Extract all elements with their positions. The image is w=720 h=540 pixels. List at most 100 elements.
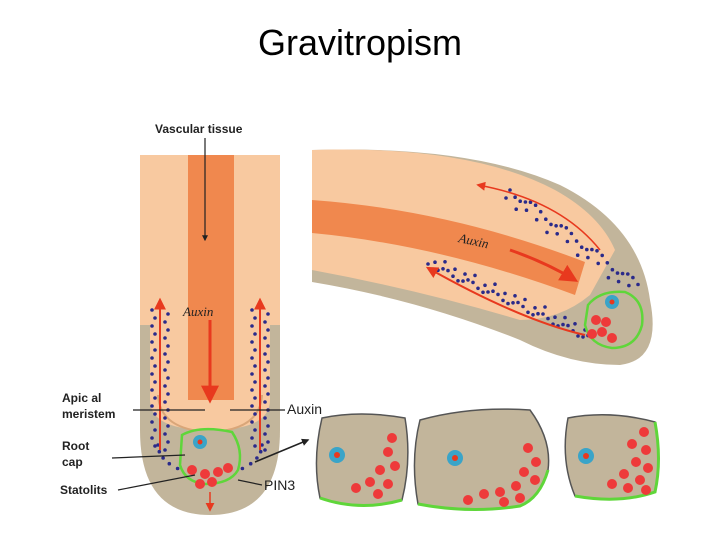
auxin-dot — [627, 284, 631, 288]
auxin-dot — [163, 336, 167, 340]
statolith — [531, 457, 541, 467]
auxin-dot — [166, 328, 170, 332]
auxin-dot — [161, 456, 165, 460]
auxin-dot — [250, 340, 254, 344]
auxin-dot — [626, 272, 630, 276]
auxin-dot — [150, 372, 154, 376]
auxin-dot — [150, 404, 154, 408]
auxin-dot — [158, 450, 162, 454]
auxin-dot — [491, 289, 495, 293]
auxin-dot — [476, 287, 480, 291]
auxin-dot — [543, 305, 547, 309]
statolith — [223, 463, 233, 473]
label-auxin-side: Auxin — [287, 401, 322, 417]
auxin-dot — [250, 356, 254, 360]
auxin-dot — [166, 312, 170, 316]
cell-2-nucleolus — [452, 455, 458, 461]
auxin-dot — [163, 384, 167, 388]
statolith — [523, 443, 533, 453]
statolith — [530, 475, 540, 485]
auxin-dot — [153, 332, 157, 336]
auxin-dot — [263, 400, 267, 404]
bent-root — [312, 149, 653, 365]
cell-1-nucleolus — [334, 452, 340, 458]
auxin-dot — [575, 239, 579, 243]
auxin-dot — [166, 344, 170, 348]
auxin-dot — [580, 245, 584, 249]
auxin-dot — [266, 328, 270, 332]
auxin-dot — [253, 332, 257, 336]
auxin-dot — [508, 188, 512, 192]
auxin-dot — [446, 269, 450, 273]
statolith — [373, 489, 383, 499]
statolith — [200, 469, 210, 479]
auxin-dot — [263, 416, 267, 420]
statolith — [635, 475, 645, 485]
auxin-dot — [153, 364, 157, 368]
auxin-dot — [263, 368, 267, 372]
auxin-dot — [253, 364, 257, 368]
auxin-dot — [531, 313, 535, 317]
auxin-dot — [266, 424, 270, 428]
auxin-dot — [176, 467, 180, 471]
auxin-dot — [250, 388, 254, 392]
auxin-dot — [153, 412, 157, 416]
statolith — [587, 329, 597, 339]
auxin-dot — [451, 274, 455, 278]
auxin-dot — [573, 322, 577, 326]
auxin-dot — [595, 249, 599, 253]
auxin-dot — [561, 323, 565, 327]
auxin-dot — [266, 440, 270, 444]
auxin-dot — [150, 340, 154, 344]
statolith — [519, 467, 529, 477]
auxin-dot — [533, 306, 537, 310]
statolith — [187, 465, 197, 475]
auxin-dot — [168, 462, 172, 466]
auxin-dot — [607, 276, 611, 280]
auxin-dot — [163, 400, 167, 404]
statolith — [515, 493, 525, 503]
auxin-dot — [524, 200, 528, 204]
auxin-dot — [153, 396, 157, 400]
auxin-dot — [443, 260, 447, 264]
auxin-dot — [456, 279, 460, 283]
statolith — [607, 333, 617, 343]
auxin-dot — [511, 301, 515, 305]
auxin-dot — [263, 448, 267, 452]
auxin-dot — [525, 208, 529, 212]
auxin-dot — [516, 301, 520, 305]
auxin-dot — [526, 311, 530, 315]
statolith — [601, 317, 611, 327]
auxin-dot — [150, 420, 154, 424]
statolith — [627, 439, 637, 449]
auxin-dot — [473, 274, 477, 278]
auxin-dot — [523, 298, 527, 302]
statolith — [387, 433, 397, 443]
auxin-dot — [266, 392, 270, 396]
auxin-dot — [166, 360, 170, 364]
auxin-dot — [266, 376, 270, 380]
auxin-dot — [166, 376, 170, 380]
auxin-dot — [266, 360, 270, 364]
statolith — [597, 327, 607, 337]
statolith — [623, 483, 633, 493]
auxin-dot — [501, 299, 505, 303]
vertical-nucleolus — [198, 440, 203, 445]
auxin-dot — [263, 320, 267, 324]
auxin-dot — [253, 396, 257, 400]
statolith — [607, 479, 617, 489]
statolith — [213, 467, 223, 477]
auxin-dot — [481, 291, 485, 295]
auxin-dot — [426, 262, 430, 266]
auxin-dot — [453, 267, 457, 271]
statolith — [495, 487, 505, 497]
auxin-dot — [576, 253, 580, 257]
auxin-dot — [249, 462, 253, 466]
auxin-dot — [555, 232, 559, 236]
statolith — [390, 461, 400, 471]
auxin-dot — [163, 416, 167, 420]
auxin-dot — [150, 308, 154, 312]
statolith — [641, 485, 651, 495]
label-statolits: Statolits — [60, 483, 108, 497]
auxin-dot — [636, 283, 640, 287]
